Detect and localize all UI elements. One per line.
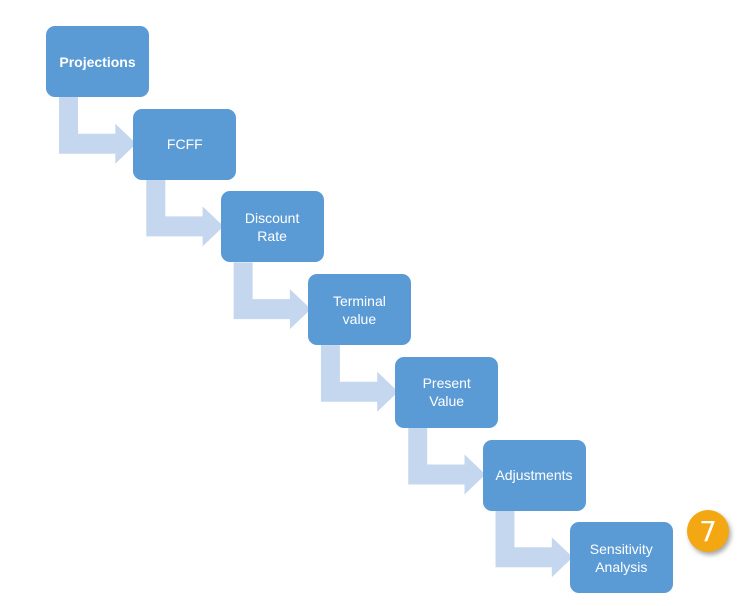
step-terminal-value: Terminal value (307, 274, 411, 346)
step-discount-rate: Discount Rate (220, 191, 324, 263)
bent-arrow-6 (495, 510, 573, 578)
bent-arrow-4 (320, 345, 399, 412)
bent-arrow-2 (146, 179, 224, 247)
bent-arrow-5 (408, 427, 486, 495)
bent-arrow-1 (59, 97, 137, 164)
bent-arrow-3 (233, 262, 311, 330)
step-number-badge: 7 (687, 510, 729, 552)
step-present-value: Present Value (395, 356, 499, 428)
step-adjustments: Adjustments (482, 439, 586, 511)
step-sensitivity-analysis: Sensitivity Analysis (569, 522, 673, 594)
step-projections: Projections (46, 26, 149, 97)
step-fcff: FCFF (133, 108, 237, 180)
